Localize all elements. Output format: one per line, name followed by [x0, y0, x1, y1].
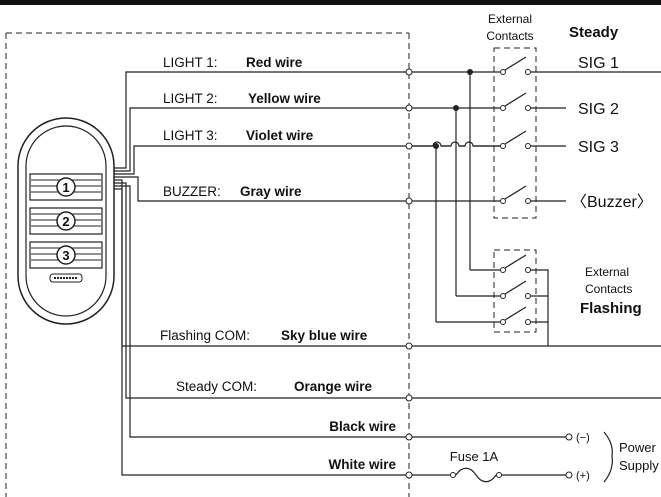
sig2-label: SIG 2: [578, 101, 619, 118]
buzzer-prefix: BUZZER:: [163, 184, 221, 199]
white-wire-name: White wire: [328, 457, 396, 472]
fuse-symbol: [450, 467, 502, 483]
flashing-contacts-label: Contacts: [585, 282, 632, 296]
light3-prefix: LIGHT 3:: [163, 128, 218, 143]
device-button-2-label: 2: [62, 214, 69, 229]
terminal-block: [405, 68, 413, 479]
light3-wire-name: Violet wire: [246, 128, 314, 143]
device-button-1: 1: [29, 173, 103, 201]
power-brace: [603, 431, 613, 483]
light2-wire-name: Yellow wire: [248, 91, 321, 106]
steady-header: Steady: [569, 24, 619, 41]
flashing-com-wire-name: Sky blue wire: [281, 328, 368, 343]
fuse-label: Fuse 1A: [450, 449, 499, 464]
control-device: 1 2 3: [17, 117, 115, 325]
sig3-label: SIG 3: [578, 139, 619, 156]
sig1-label: SIG 1: [578, 55, 619, 72]
external-wiring: [412, 56, 661, 483]
device-enclosure: [5, 32, 410, 497]
power-positive-label: (+): [576, 470, 590, 482]
light2-prefix: LIGHT 2:: [163, 91, 218, 106]
device-button-1-label: 1: [62, 180, 69, 195]
power-label-line2: Supply: [619, 458, 659, 473]
external-contacts-top-line1: External: [488, 12, 532, 26]
steady-com-prefix: Steady COM:: [176, 379, 257, 394]
flashing-header: Flashing: [580, 300, 642, 317]
light1-wire-name: Red wire: [246, 55, 303, 70]
power-label-line1: Power: [619, 440, 657, 455]
flashing-contacts-box: [493, 249, 537, 333]
steady-contacts-box: [493, 47, 537, 219]
top-bar: [0, 0, 661, 5]
power-negative-label: (−): [576, 432, 590, 444]
cable-bundle: [114, 71, 409, 476]
light1-prefix: LIGHT 1:: [163, 55, 218, 70]
steady-com-wire-name: Orange wire: [294, 379, 373, 394]
external-contacts-top-line2: Contacts: [486, 29, 533, 43]
device-button-3: 3: [29, 241, 103, 269]
buzzer-wire-name: Gray wire: [240, 184, 302, 199]
device-button-2: 2: [29, 207, 103, 235]
flashing-com-prefix: Flashing COM:: [160, 328, 250, 343]
black-wire-name: Black wire: [329, 419, 396, 434]
device-button-3-label: 3: [62, 248, 69, 263]
buzzer-output-label: 〈Buzzer〉: [571, 194, 653, 211]
flashing-external-label: External: [585, 265, 629, 279]
